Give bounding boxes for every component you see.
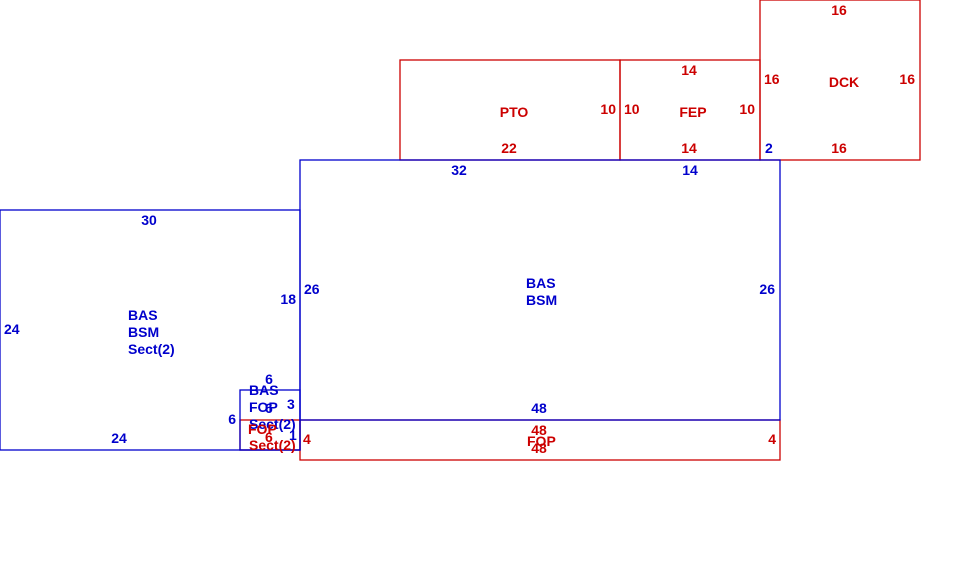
pto-dim-right: 10	[600, 101, 616, 117]
main-bsm-area	[299, 159, 781, 421]
fop-small-label-2: Sect(2)	[249, 437, 296, 453]
main-bsm-dim-top: 32	[451, 162, 467, 178]
fop-small-label-1: FOP	[248, 421, 277, 437]
dck-dim-corner: 2	[765, 140, 773, 156]
bas-fop-dim-overlap-b: 1	[289, 427, 297, 443]
main-bsm-label-1: BAS	[526, 275, 556, 291]
main-bsm-label-2: BSM	[526, 292, 557, 308]
west-bsm-label-3: Sect(2)	[128, 341, 175, 357]
west-bsm-dim-top: 30	[141, 212, 157, 228]
main-bsm-dim-left: 26	[304, 281, 320, 297]
fop-small-dim-left: 6	[265, 429, 273, 445]
fep-label: FEP	[679, 104, 706, 120]
dck-dim-bottom: 16	[831, 140, 847, 156]
fep-dim-right: 10	[739, 101, 755, 117]
fep-dim-left: 10	[624, 101, 640, 117]
west-bsm-dim-left: 24	[4, 321, 20, 337]
west-bsm-dim-right: 18	[280, 291, 296, 307]
bas-fop-dim-right: 3	[287, 396, 295, 412]
west-bsm-label-1: BAS	[128, 307, 158, 323]
bas-fop-dim-top: 6	[265, 371, 273, 387]
fop-strip-label: FOP	[527, 433, 556, 449]
dck-area	[759, 0, 921, 161]
dck-dim-left: 16	[764, 71, 780, 87]
bas-fop-label-2: FOP	[249, 399, 278, 415]
fep-dim-bottom: 14	[681, 140, 697, 156]
fop-strip-dim-top: 48	[531, 422, 547, 438]
dck-dim-right: 16	[899, 71, 915, 87]
fop-strip-dim-bottom: 48	[531, 440, 547, 456]
pto-dim-bottom: 22	[501, 140, 517, 156]
bas-fop-label-1: BAS	[249, 382, 279, 398]
dck-dim-top: 16	[831, 2, 847, 18]
bas-fop-area	[239, 389, 301, 451]
fop-strip-dim-right: 4	[768, 431, 776, 447]
bas-fop-dim-overlap-a: 6	[265, 400, 273, 416]
fep-dim-top: 14	[681, 62, 697, 78]
main-bsm-dim-top-right: 14	[682, 162, 698, 178]
main-bsm-dim-bottom: 48	[531, 400, 547, 416]
pto-label: PTO	[500, 104, 529, 120]
fop-small-dim-right: 4	[303, 431, 311, 447]
bas-fop-label-3: Sect(2)	[249, 416, 296, 432]
west-bsm-label-2: BSM	[128, 324, 159, 340]
west-bsm-dim-bottom: 24	[111, 430, 127, 446]
main-bsm-dim-right: 26	[759, 281, 775, 297]
bas-fop-dim-left: 6	[228, 411, 236, 427]
dck-label: DCK	[829, 74, 859, 90]
